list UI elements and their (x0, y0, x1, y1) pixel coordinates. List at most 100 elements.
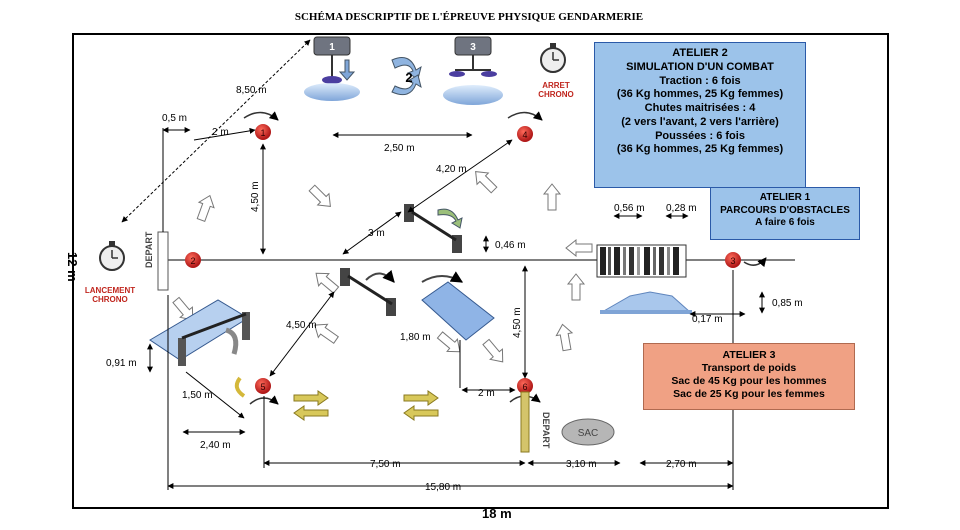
atelier-3-line: Sac de 25 Kg pour les femmes (673, 388, 825, 401)
svg-text:1: 1 (260, 128, 265, 138)
arret-label-1: ARRET (542, 81, 570, 90)
station-1-number: 1 (329, 42, 335, 53)
marker-6: 6 (517, 378, 533, 394)
dim-line-3m (342, 211, 402, 255)
atelier-3-line: Transport de poids (701, 362, 797, 375)
dim-250: 2,50 m (384, 143, 415, 154)
dim-line-420 (407, 139, 513, 213)
rotation-arrow-icon (507, 111, 543, 121)
svg-text:3: 3 (730, 256, 735, 266)
marker-5: 5 (255, 378, 271, 394)
sack-label: SAC (578, 428, 599, 439)
atelier-2-line: SIMULATION D'UN COMBAT (626, 60, 774, 73)
curved-arrow-up-icon (391, 57, 422, 80)
lancement-label-2: CHRONO (92, 295, 128, 304)
svg-text:4: 4 (522, 130, 527, 140)
atelier-3-line: Sac de 45 Kg pour les hommes (671, 375, 827, 388)
dim-450-left: 4,50 m (250, 181, 261, 212)
svg-text:5: 5 (260, 382, 265, 392)
arret-label-2: CHRONO (538, 90, 574, 99)
lateral-arrow-left-icon (403, 405, 439, 421)
dim-017: 0,17 m (692, 314, 723, 325)
dim-750: 7,50 m (370, 459, 401, 470)
curved-arrow-icon (421, 271, 464, 283)
marker-1: 1 (255, 124, 271, 140)
atelier-3-title: ATELIER 3 (722, 349, 776, 361)
dim-18m: 18 m (482, 506, 512, 521)
dim-3m: 3 m (368, 228, 385, 239)
dim-1580: 15,80 m (425, 482, 461, 493)
ramp-plate (421, 281, 495, 341)
atelier-3-panel: ATELIER 3 Transport de poids Sac de 45 K… (643, 343, 855, 410)
dim-091: 0,91 m (106, 358, 137, 369)
depart-post (520, 391, 530, 453)
atelier-2-line: Traction : 6 fois (659, 74, 741, 87)
svg-text:2: 2 (190, 256, 195, 266)
direction-arrow-icon (315, 272, 340, 294)
dim-line-850 (121, 39, 311, 223)
stopwatch-start-icon (99, 241, 125, 271)
dim-12m: 12 m (65, 252, 80, 282)
dim-310: 3,10 m (566, 459, 597, 470)
lateral-arrow-right-icon (403, 390, 439, 406)
svg-text:6: 6 (522, 382, 527, 392)
dim-180: 1,80 m (400, 332, 431, 343)
rotation-arrow-icon (243, 111, 279, 121)
atelier-2-line: Poussées : 6 fois (655, 129, 745, 142)
dim-line-150 (185, 371, 245, 419)
dim-270: 2,70 m (666, 459, 697, 470)
dim-2m-top: 2 m (212, 127, 229, 138)
station-3-machine-icon (443, 36, 503, 105)
atelier-2-line: (36 Kg hommes, 25 Kg femmes) (616, 88, 784, 101)
station-3-number: 3 (470, 42, 476, 53)
field-border (72, 33, 889, 509)
dim-420: 4,20 m (436, 164, 467, 175)
marker-3: 3 (725, 252, 741, 268)
direction-arrow-icon (542, 183, 562, 211)
arrow-2-label: 2 (405, 70, 412, 85)
bench-upper (404, 204, 463, 253)
stopwatch-stop-icon (540, 43, 566, 73)
direction-arrow-icon (565, 238, 593, 258)
dim-056: 0,56 m (614, 203, 645, 214)
dim-2m-bottom: 2 m (478, 388, 495, 399)
curved-arrow-down-icon (391, 74, 422, 96)
atelier-2-title: ATELIER 2 (672, 47, 728, 59)
dim-line-450-diag (269, 291, 335, 377)
direction-arrow-icon (436, 331, 461, 353)
lateral-arrow-left-icon (293, 405, 329, 421)
atelier-2-line: (36 Kg hommes, 25 Kg femmes) (616, 143, 784, 156)
marker-2: 2 (185, 252, 201, 268)
dim-450-diag: 4,50 m (286, 320, 317, 331)
atelier-2-line: (2 vers l'avant, 2 vers l'arrière) (621, 115, 779, 128)
atelier-1-line: A faire 6 fois (755, 217, 815, 228)
atelier-1-title: ATELIER 1 (759, 192, 811, 203)
dim-line-2m-top (193, 127, 256, 141)
depart-left-label: DEPART (144, 231, 154, 268)
page-title: SCHÉMA DESCRIPTIF DE L'ÉPREUVE PHYSIQUE … (295, 11, 643, 23)
station-1-machine-icon (304, 36, 360, 101)
direction-arrow-icon (196, 194, 215, 223)
lateral-arrow-right-icon (293, 390, 329, 406)
dim-450-vert: 4,50 m (512, 307, 523, 338)
dim-240: 2,40 m (200, 440, 231, 451)
direction-arrow-icon (555, 323, 574, 352)
dim-085: 0,85 m (772, 298, 803, 309)
sack-icon (561, 418, 615, 446)
dim-046: 0,46 m (495, 240, 526, 251)
dim-05: 0,5 m (162, 113, 187, 124)
left-obstacle-structure (149, 299, 250, 398)
rotation-arrow-icon (743, 257, 767, 268)
beam-pyramid (600, 291, 692, 314)
dim-028: 0,28 m (666, 203, 697, 214)
atelier-2-panel: ATELIER 2 SIMULATION D'UN COMBAT Tractio… (594, 42, 806, 188)
lancement-label-1: LANCEMENT (85, 286, 135, 295)
dim-150: 1,50 m (182, 390, 213, 401)
obstacle-hurdles (596, 244, 687, 278)
atelier-1-panel: ATELIER 1 PARCOURS D'OBSTACLES A faire 6… (710, 187, 860, 240)
marker-4: 4 (517, 126, 533, 142)
start-board (157, 231, 169, 291)
depart-bottom-label: DEPART (541, 412, 551, 449)
atelier-2-line: Chutes maitrisées : 4 (644, 102, 756, 114)
